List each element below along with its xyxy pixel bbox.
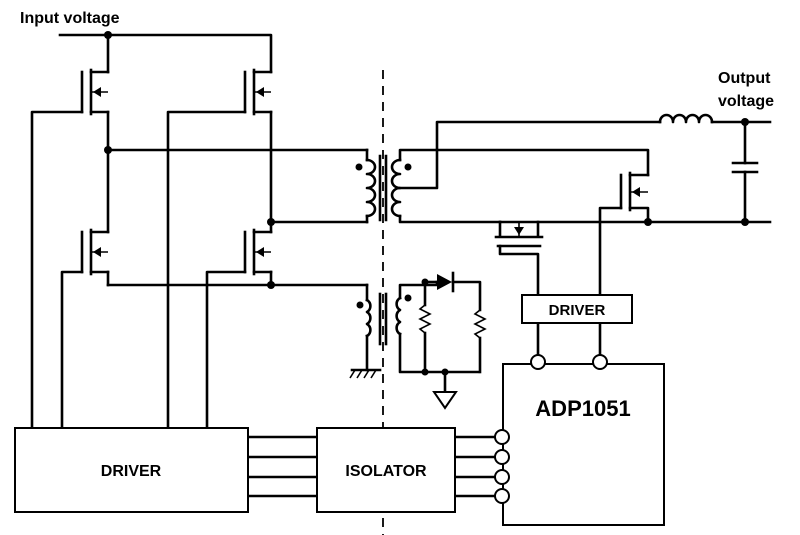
control-wiring [246, 321, 602, 498]
junction-node [104, 146, 112, 154]
controller-pin [592, 354, 608, 370]
chassis-ground-symbol [349, 368, 382, 379]
output-voltage-label-line2: voltage [718, 93, 774, 110]
controller-label: ADP1051 [535, 396, 630, 421]
junction-node [267, 281, 275, 289]
mosfet-q4 [205, 228, 273, 430]
mosfet-q1 [30, 68, 110, 430]
auxiliary-bias-circuit [349, 271, 487, 410]
isolator-block: ISOLATOR [316, 427, 456, 513]
isolator-label: ISOLATOR [345, 463, 427, 480]
sync-rectifier-q6 [494, 220, 544, 300]
rectifier-diode [423, 271, 482, 312]
output-stage [436, 113, 772, 300]
sync-rectifier-q5 [436, 148, 650, 300]
junction-node [267, 218, 275, 226]
controller-pin [530, 354, 546, 370]
controller-pin [494, 429, 510, 445]
junction-node [104, 31, 112, 39]
output-inductor [658, 113, 714, 124]
controller-pin [494, 488, 510, 504]
mosfet-q2 [166, 68, 273, 430]
resistor-r1 [418, 304, 432, 334]
controller-pin [494, 449, 510, 465]
primary-driver-label: DRIVER [101, 463, 162, 480]
primary-full-bridge [30, 31, 369, 430]
primary-driver-block: DRIVER [14, 427, 249, 513]
ground-symbol [432, 370, 458, 410]
adp1051-controller: ADP1051 [494, 354, 665, 526]
resistor-r2 [473, 309, 487, 339]
controller-pin [494, 469, 510, 485]
output-capacitor [731, 120, 759, 224]
secondary-driver-label: DRIVER [549, 302, 606, 319]
input-voltage-label: Input voltage [20, 10, 120, 27]
output-voltage-label-line1: Output [718, 70, 771, 87]
secondary-driver-block: DRIVER [521, 294, 633, 324]
mosfet-q3 [60, 228, 110, 430]
